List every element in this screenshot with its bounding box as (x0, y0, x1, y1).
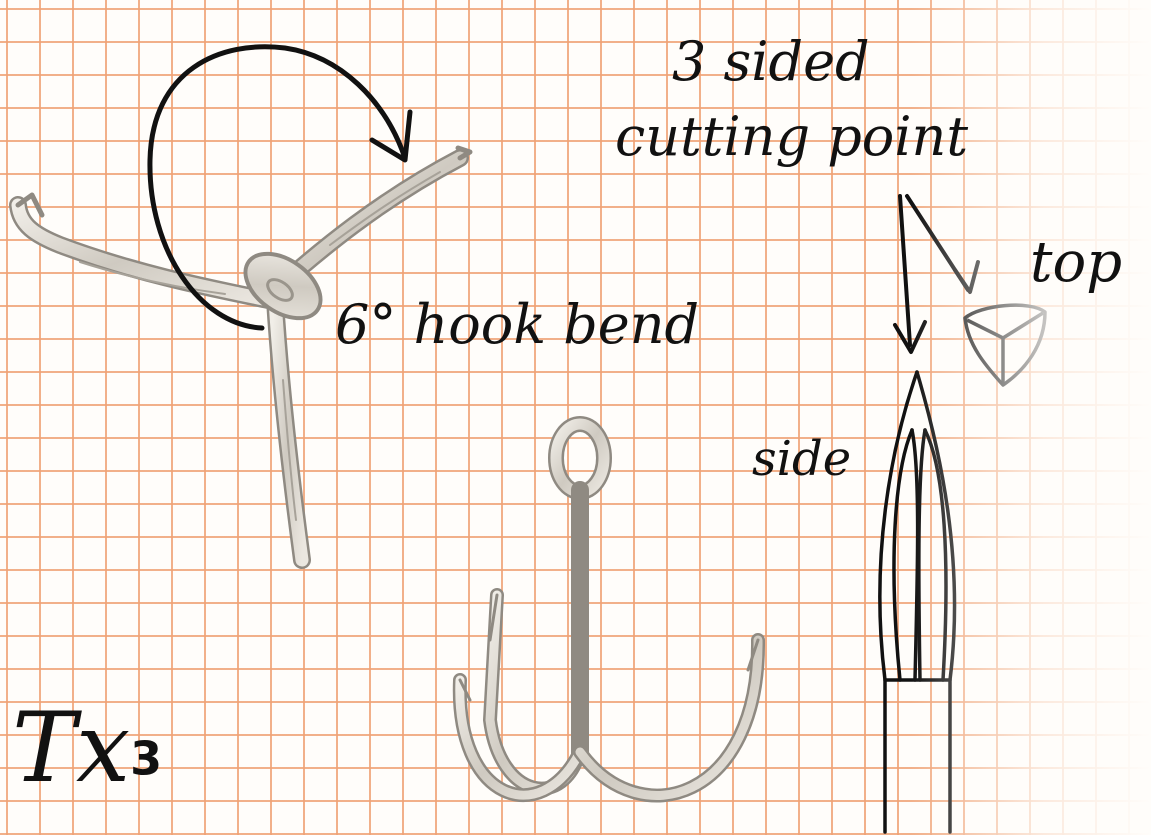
top-view-label: top (1030, 235, 1122, 291)
logo-superscript: 3 (130, 732, 162, 786)
treble-hook-side-view-icon (460, 424, 758, 795)
hook-bend-label: 6° hook bend (335, 298, 699, 352)
side-view-label: side (752, 435, 851, 483)
triangular-point-top-icon (965, 305, 1045, 385)
point-side-profile-icon (880, 372, 955, 832)
tx3-logo: Tx3 (12, 700, 162, 796)
logo-base: Tx (12, 692, 130, 804)
cutting-point-label-line2: cutting point (615, 110, 968, 164)
cutting-point-label-line1: 3 sided (672, 35, 870, 89)
